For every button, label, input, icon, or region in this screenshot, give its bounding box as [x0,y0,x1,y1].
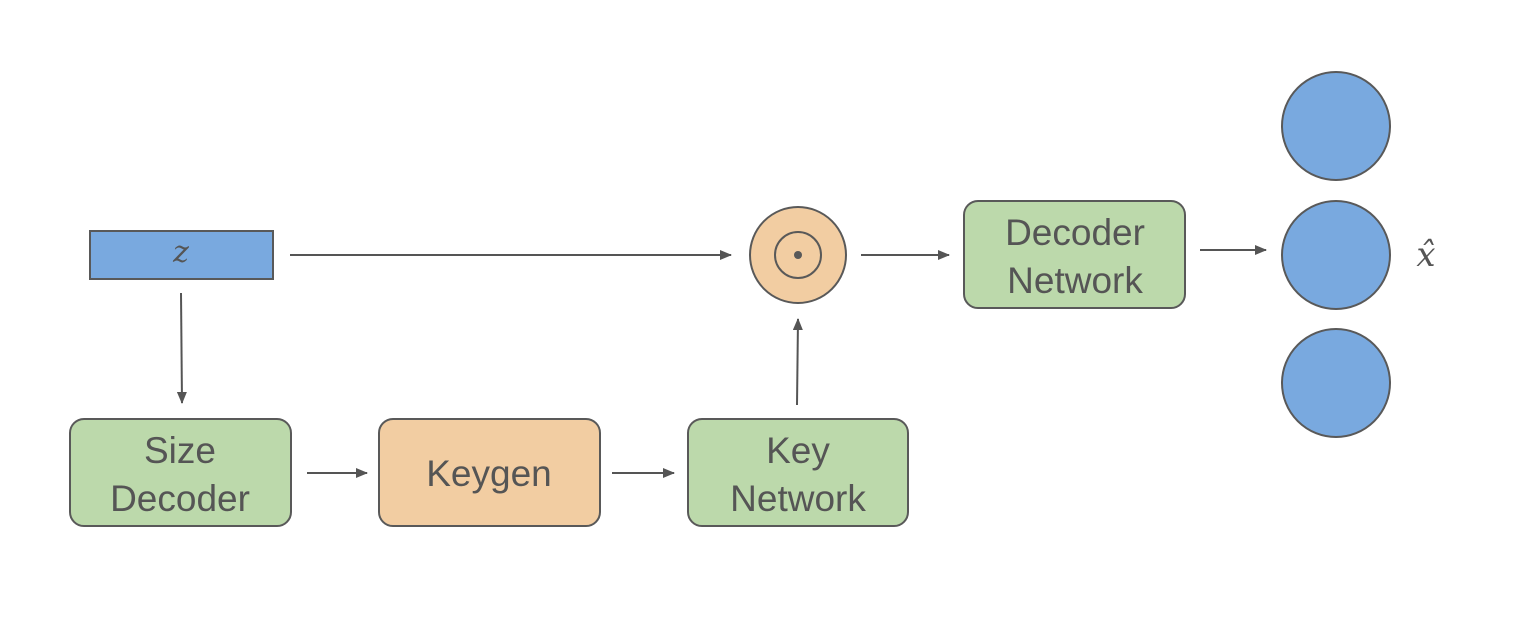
decoder-network-box [963,200,1186,309]
key-network-box [687,418,909,527]
arrow-z-to-size-decoder [176,292,187,404]
keygen-node: Keygen [378,418,601,527]
keygen-label: Keygen [426,453,552,494]
output-unit-circle [1281,328,1391,438]
key-network-node: Key Network [687,418,909,527]
keygen-box [378,418,601,527]
output-units [1281,71,1391,438]
decoder-network-node: Decoder Network [963,200,1186,309]
decoder-network-line2: Network [1007,260,1143,301]
size-decoder-node: Size Decoder [69,418,292,527]
elementwise-product-node [749,206,847,304]
size-decoder-line1: Size [144,430,216,471]
latent-vector-box [89,230,274,280]
output-label: x̂ [1416,235,1435,275]
odot-center-dot [794,251,802,259]
key-network-line1: Key [766,430,830,471]
odot-icon [774,231,822,279]
key-network-line2: Network [730,478,866,519]
size-decoder-line2: Decoder [110,478,250,519]
output-unit-circle [1281,200,1391,310]
latent-label: z [172,235,189,270]
decoder-network-line1: Decoder [1005,212,1145,253]
arrow-key-network-to-product [792,318,803,406]
latent-vector-z: z [89,230,274,280]
output-unit-circle [1281,71,1391,181]
size-decoder-box [69,418,292,527]
